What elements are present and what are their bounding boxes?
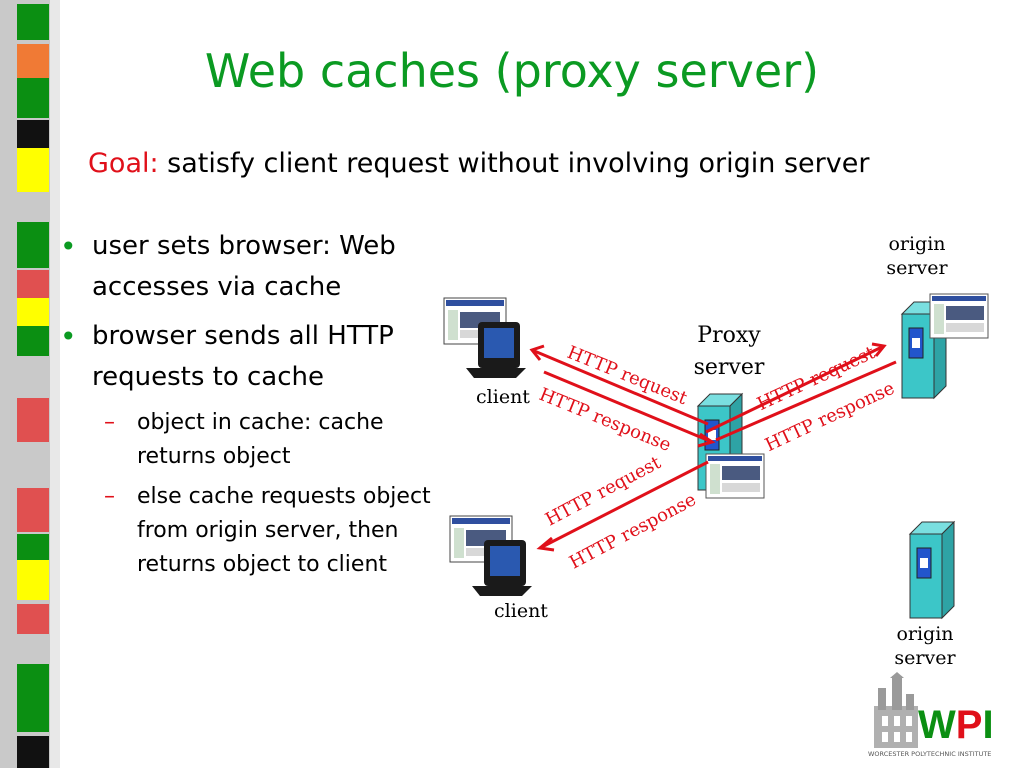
side-square — [17, 270, 49, 298]
side-square — [17, 326, 49, 356]
http-arrows — [529, 342, 897, 552]
wpi-logo: WPI WORCESTER POLYTECHNIC INSTITUTE — [868, 672, 994, 758]
proxy-label-line1: Proxy — [697, 323, 761, 348]
side-square — [17, 148, 49, 192]
client-computer-top — [443, 297, 527, 379]
side-decoration-strip — [0, 0, 60, 768]
client-computer-bottom — [449, 515, 533, 597]
sub-bullet-text: object in cache: cache returns object — [137, 410, 384, 469]
side-square — [17, 78, 49, 118]
sub-bullet-marker: – — [104, 484, 115, 509]
side-square — [17, 664, 49, 732]
bullet-marker: • — [60, 320, 77, 353]
goal-text: satisfy client request without involving… — [158, 148, 870, 179]
bullet-marker: • — [60, 230, 77, 263]
origin-page-top — [929, 293, 989, 339]
side-square — [17, 4, 49, 40]
proxy-label-line2: server — [693, 355, 765, 380]
origin-label-line1: origin — [896, 623, 954, 645]
side-square — [17, 534, 49, 560]
side-square — [17, 736, 49, 768]
goal-line: Goal: satisfy client request without inv… — [88, 148, 869, 179]
sub-bullet-item: – object in cache: cache returns object — [60, 406, 450, 474]
side-square — [17, 120, 49, 148]
side-square — [17, 298, 49, 326]
side-square — [17, 560, 49, 600]
origin-label-line2: server — [894, 647, 956, 669]
wpi-logo-text: WPI — [918, 703, 994, 747]
wpi-logo-subtext: WORCESTER POLYTECHNIC INSTITUTE — [868, 750, 991, 758]
side-square — [17, 604, 49, 634]
bullet-list: • user sets browser: Web accesses via ca… — [60, 226, 450, 588]
side-square — [17, 398, 49, 442]
client-label-bottom: client — [494, 600, 548, 622]
bullet-item: • user sets browser: Web accesses via ca… — [60, 226, 450, 308]
sub-bullet-item: – else cache requests object from origin… — [60, 480, 450, 582]
side-square — [17, 44, 49, 78]
goal-label: Goal: — [88, 148, 159, 179]
origin-label-top: origin server — [880, 232, 954, 280]
slide-title: Web caches (proxy server) — [204, 44, 820, 98]
side-square — [17, 222, 49, 268]
client-label-top: client — [476, 386, 530, 408]
origin-label-line1: origin — [888, 233, 946, 255]
sub-bullet-marker: – — [104, 410, 115, 435]
proxy-cached-page — [705, 453, 765, 499]
side-strip-edge — [50, 0, 60, 768]
side-square — [17, 488, 49, 532]
proxy-label: Proxy server — [686, 320, 772, 384]
origin-label-line2: server — [886, 257, 948, 279]
bullet-text: browser sends all HTTP requests to cache — [92, 321, 394, 392]
bullet-item: • browser sends all HTTP requests to cac… — [60, 316, 450, 398]
origin-server-icon-bottom — [909, 521, 955, 619]
wpi-logo-building — [874, 672, 918, 748]
bullet-text: user sets browser: Web accesses via cach… — [92, 231, 396, 302]
sub-bullet-text: else cache requests object from origin s… — [137, 484, 431, 577]
origin-label-bottom: origin server — [888, 622, 962, 670]
